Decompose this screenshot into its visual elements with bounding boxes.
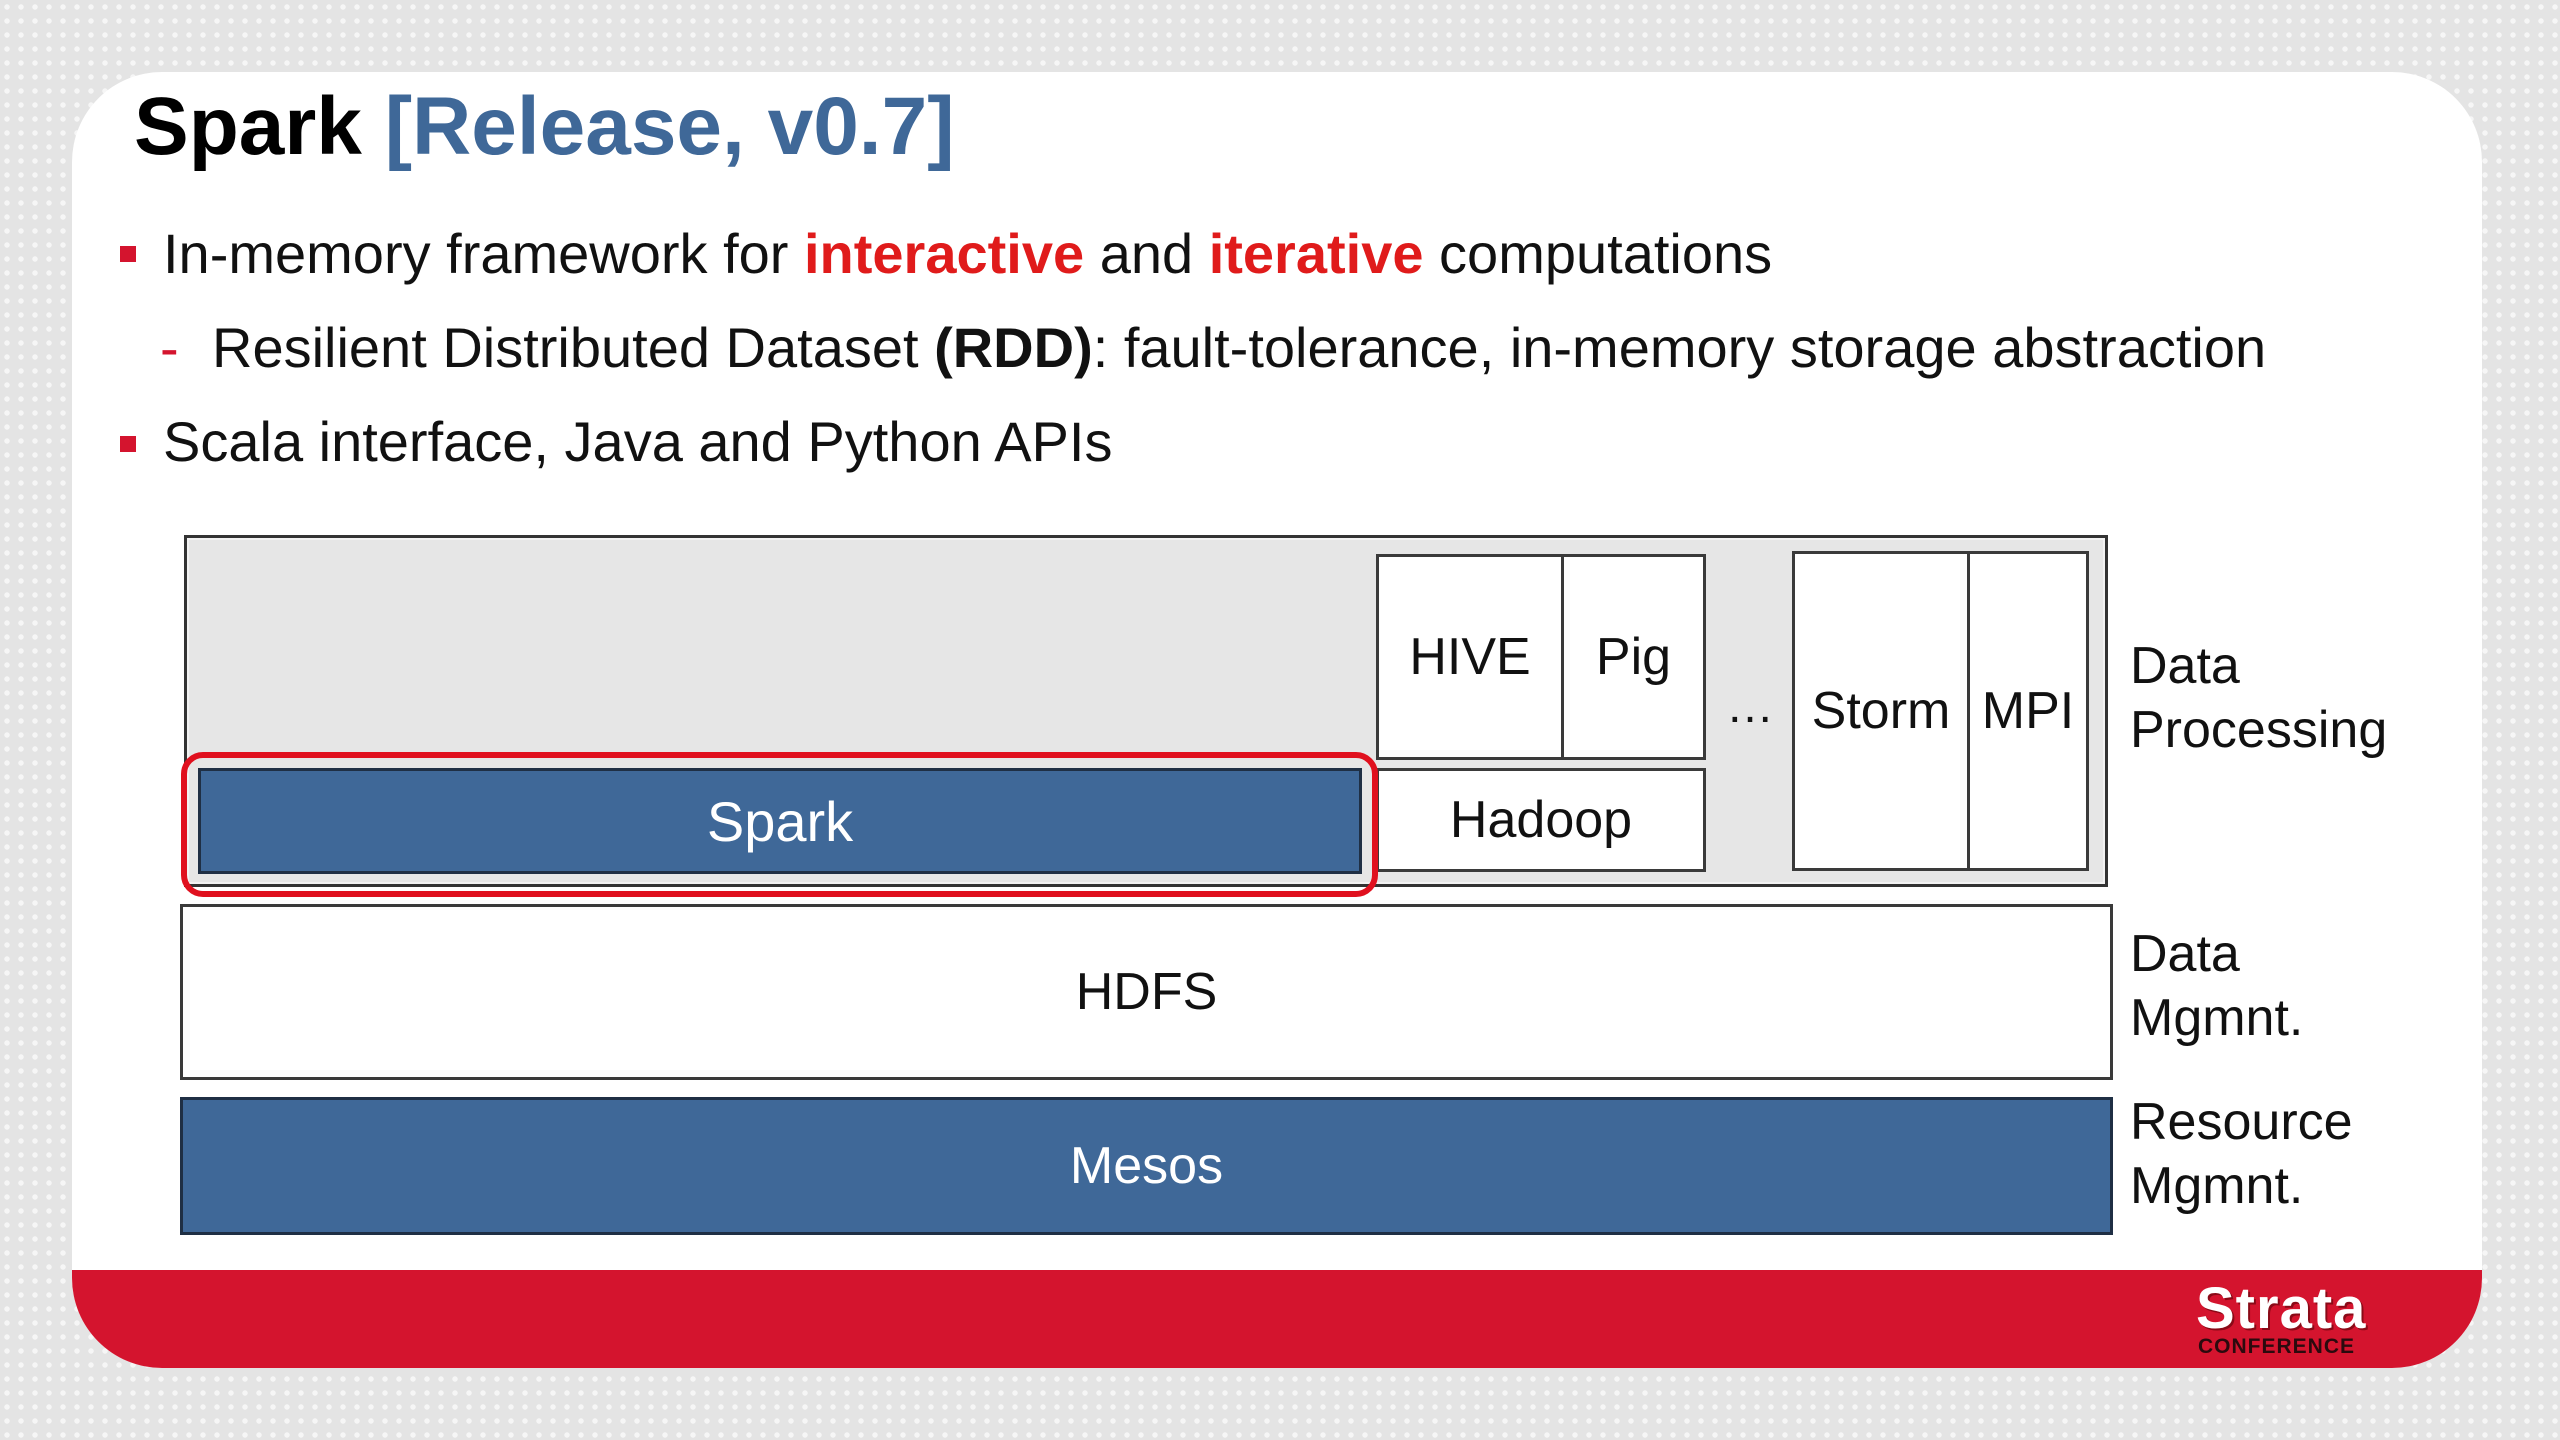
strata-logo-subtitle: CONFERENCE bbox=[2198, 1335, 2356, 1358]
ellipsis-label: … bbox=[1726, 679, 1774, 733]
layer-label-data-mgmt: Data Mgmnt. bbox=[2130, 922, 2303, 1050]
storm-box: Storm bbox=[1792, 551, 1970, 871]
bullet-1-highlight-iterative: iterative bbox=[1208, 222, 1424, 285]
bullet-1-text-c: computations bbox=[1423, 222, 1773, 285]
hadoop-box: Hadoop bbox=[1376, 768, 1706, 872]
hdfs-box: HDFS bbox=[180, 904, 2113, 1080]
bullet-marker-3 bbox=[120, 436, 136, 452]
spark-box: Spark bbox=[198, 768, 1362, 874]
footer-band bbox=[72, 1270, 2482, 1368]
title-accent: [Release, v0.7] bbox=[384, 81, 955, 172]
mesos-box: Mesos bbox=[180, 1097, 2113, 1235]
layer-label-processing-line1: Data bbox=[2130, 637, 2240, 695]
hive-box: HIVE bbox=[1376, 554, 1564, 760]
layer-label-processing-line2: Processing bbox=[2130, 701, 2388, 759]
title-main: Spark bbox=[134, 81, 362, 172]
bullet-1-text-a: In-memory framework for bbox=[163, 222, 804, 285]
bullet-1-highlight-interactive: interactive bbox=[804, 222, 1085, 285]
bullet-1: In-memory framework for interactive and … bbox=[163, 216, 1772, 292]
bullet-marker-1 bbox=[120, 246, 136, 262]
bullet-3: Scala interface, Java and Python APIs bbox=[163, 410, 1113, 473]
bullet-2-text-a: Resilient Distributed Dataset bbox=[212, 316, 935, 379]
pig-box: Pig bbox=[1561, 554, 1706, 760]
layer-label-processing: Data Processing bbox=[2130, 634, 2387, 762]
bullet-2-rdd: (RDD) bbox=[934, 316, 1093, 379]
bullet-2: Resilient Distributed Dataset (RDD): fau… bbox=[212, 310, 2266, 386]
bullet-1-text-b: and bbox=[1084, 222, 1209, 285]
sub-bullet-dash: - bbox=[160, 316, 179, 379]
strata-logo: Strata bbox=[2196, 1276, 2367, 1341]
spark-highlight-outline bbox=[181, 752, 1378, 897]
slide-title: Spark [Release, v0.7] bbox=[134, 72, 955, 182]
layer-label-resource-mgmt-line1: Resource bbox=[2130, 1093, 2353, 1151]
bullet-2-text-b: : fault-tolerance, in-memory storage abs… bbox=[1092, 316, 2267, 379]
layer-label-resource-mgmt: Resource Mgmnt. bbox=[2130, 1090, 2353, 1218]
mpi-box: MPI bbox=[1967, 551, 2089, 871]
layer-label-data-mgmt-line2: Mgmnt. bbox=[2130, 989, 2304, 1047]
layer-label-resource-mgmt-line2: Mgmnt. bbox=[2130, 1157, 2304, 1215]
layer-label-data-mgmt-line1: Data bbox=[2130, 925, 2240, 983]
